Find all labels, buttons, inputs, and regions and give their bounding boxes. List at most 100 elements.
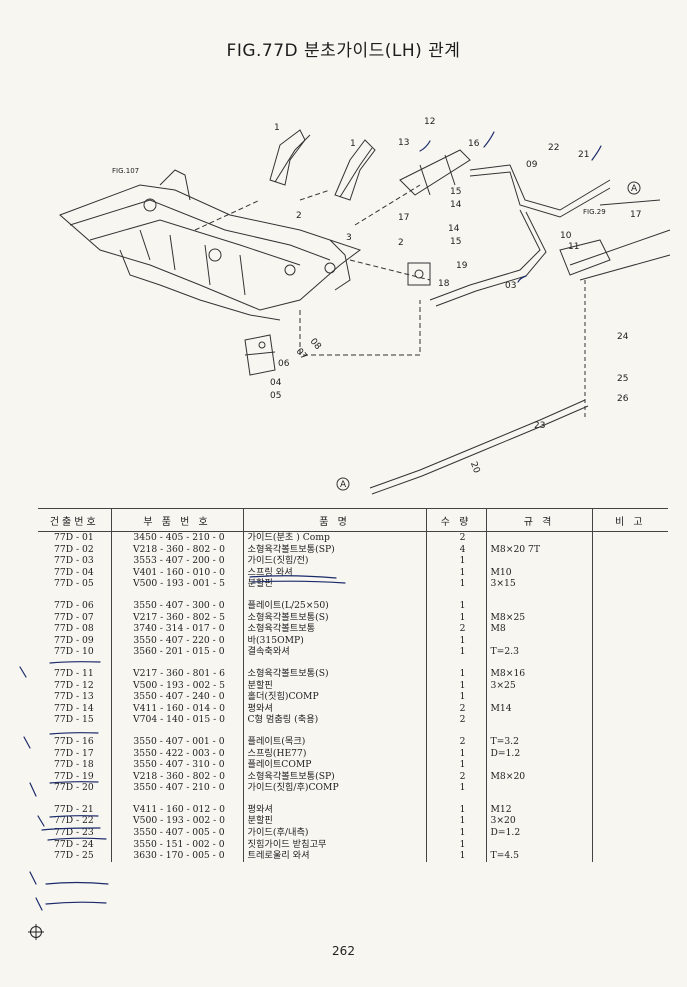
cell-item-no: 77D - 05	[54, 578, 94, 590]
label-a-top: A	[631, 184, 638, 194]
cell-spec: M8	[485, 623, 592, 635]
label-25: 25	[617, 374, 628, 384]
cell-part-name: 소형육각볼트보통	[242, 623, 426, 635]
cell-quantity: 1	[425, 611, 486, 624]
group-spacer	[38, 589, 668, 600]
cell-remarks	[591, 679, 668, 692]
page-title: FIG.77D 분초가이드(LH) 관계	[226, 41, 461, 61]
cell-item-no: 77D - 08	[54, 623, 94, 635]
header-item-no: 건출번호	[38, 508, 111, 532]
cell-item-no: 77D - 13	[54, 691, 94, 703]
cell-part-name: 소형육각볼트보통(SP)	[242, 543, 426, 556]
cell-part-no: 3550 - 407 - 001 - 0	[110, 735, 243, 748]
spacer-cell	[110, 793, 243, 804]
spacer-cell	[591, 589, 668, 600]
cell-spec: M10	[485, 566, 592, 579]
cell-part-name: 평와셔	[242, 702, 426, 715]
cell-part-name: 소형육각볼트보통(S)	[242, 667, 426, 680]
cell-spec	[485, 759, 592, 771]
cell-quantity: 1	[425, 815, 486, 828]
cell-remarks	[591, 782, 668, 794]
cell-item-no: 77D - 17	[54, 747, 94, 759]
cell-part-name: 가이드(분초 ) Comp	[242, 531, 426, 544]
cell-spec	[485, 531, 592, 544]
cell-quantity: 1	[425, 679, 486, 692]
label-07: 07	[294, 347, 309, 362]
header-spec: 규 격	[485, 508, 592, 532]
cell-part-no: V217 - 360 - 801 - 6	[110, 667, 243, 680]
cell-item-no: 77D - 21	[54, 803, 94, 815]
cell-part-name: 스프링(HE77)	[242, 747, 426, 760]
cell-remarks	[591, 770, 668, 783]
registration-mark-icon	[28, 924, 44, 940]
cell-item-no: 77D - 16	[54, 735, 94, 747]
cell-item-no: 77D - 01	[54, 532, 94, 543]
label-13: 13	[398, 138, 409, 148]
label-fig107: FIG.107	[112, 167, 139, 175]
cell-spec: T=2.3	[485, 646, 592, 658]
cell-item-no: 77D - 07	[54, 611, 94, 623]
cell-item-no: 77D - 18	[54, 759, 94, 771]
cell-remarks	[591, 735, 668, 748]
cell-part-name: 분할핀	[242, 578, 426, 590]
cell-spec: T=3.2	[485, 735, 592, 748]
cell-item-no: 77D - 24	[54, 838, 94, 850]
label-17: 17	[630, 210, 641, 220]
cell-spec: D=1.2	[485, 827, 592, 839]
cell-part-no: 3560 - 201 - 015 - 0	[110, 646, 243, 658]
cell-spec: M8×20 7T	[485, 543, 592, 556]
cell-remarks	[591, 646, 668, 658]
cell-part-no: 3550 - 407 - 310 - 0	[110, 759, 243, 771]
cell-part-name: 트레로울리 와셔	[242, 850, 426, 862]
spacer-cell	[425, 793, 486, 804]
cell-quantity: 1	[425, 578, 486, 590]
cell-quantity: 1	[425, 850, 486, 862]
cell-remarks	[591, 578, 668, 590]
cell-item-no: 77D - 12	[54, 679, 94, 691]
cell-part-no: 3550 - 422 - 003 - 0	[110, 747, 243, 760]
cell-spec: M8×16	[485, 667, 592, 680]
cell-remarks	[591, 747, 668, 760]
label-08: 08	[308, 337, 323, 352]
cell-remarks	[591, 623, 668, 635]
cell-remarks	[591, 634, 668, 647]
spacer-cell	[425, 589, 486, 600]
cell-part-name: 플레이트(L/25×50)	[242, 599, 426, 612]
cell-part-no: V218 - 360 - 802 - 0	[110, 543, 243, 556]
cell-part-no: V411 - 160 - 014 - 0	[110, 702, 243, 715]
group-spacer	[38, 725, 668, 736]
cell-quantity: 2	[425, 714, 486, 726]
cell-remarks	[591, 714, 668, 726]
label-11: 11	[568, 242, 579, 252]
cell-remarks	[591, 555, 668, 567]
label-17b: 17	[398, 213, 409, 223]
cell-quantity: 1	[425, 803, 486, 816]
cell-item-no: 77D - 19	[54, 770, 94, 782]
label-05: 05	[270, 391, 281, 401]
cell-item-no: 77D - 10	[54, 646, 94, 658]
label-2b: 2	[398, 238, 404, 248]
cell-quantity: 1	[425, 747, 486, 760]
parts-table-header: 건출번호 부 품 번 호 품 명 수 량 규 격 비 고	[38, 508, 668, 532]
header-quantity: 수 량	[425, 508, 486, 532]
cell-spec	[485, 691, 592, 703]
label-24: 24	[617, 332, 629, 342]
cell-part-name: 분할핀	[242, 679, 426, 692]
header-part-name: 품 명	[242, 508, 426, 532]
label-1b: 1	[350, 139, 356, 149]
cell-item-no: 77D - 03	[54, 555, 94, 567]
cell-part-name: 가이드(짓힘/후)COMP	[242, 782, 426, 794]
cell-spec: M8×25	[485, 611, 592, 624]
spacer-cell	[485, 793, 592, 804]
cell-quantity: 1	[425, 667, 486, 680]
label-26: 26	[617, 394, 629, 404]
cell-remarks	[591, 667, 668, 680]
